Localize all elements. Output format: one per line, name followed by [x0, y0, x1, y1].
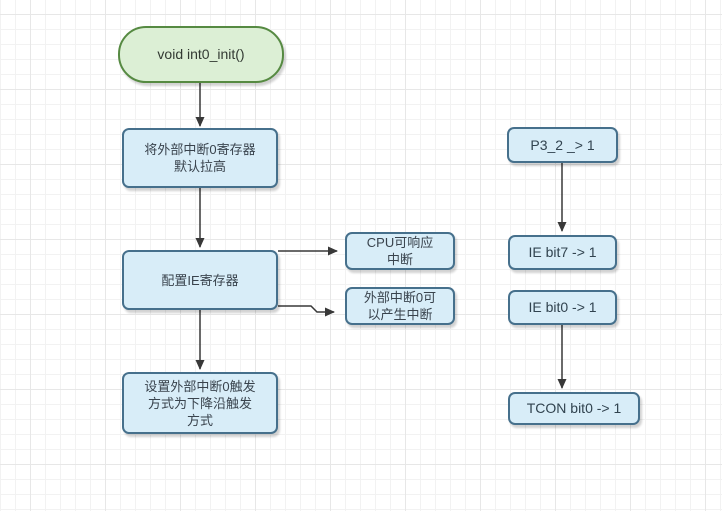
note-ext-int0-can-interrupt[interactable]: 外部中断0可 以产生中断 [345, 287, 455, 325]
register-node-ie-bit0[interactable]: IE bit0 -> 1 [508, 290, 617, 325]
node-label: 设置外部中断0触发 方式为下降沿触发 方式 [144, 378, 256, 428]
process-set-trigger-mode[interactable]: 设置外部中断0触发 方式为下降沿触发 方式 [122, 372, 278, 434]
register-node-tcon-bit0[interactable]: TCON bit0 -> 1 [508, 392, 640, 425]
node-label: 外部中断0可 以产生中断 [363, 290, 437, 322]
process-pull-register-high[interactable]: 将外部中断0寄存器 默认拉高 [122, 128, 278, 188]
note-cpu-can-respond[interactable]: CPU可响应 中断 [345, 232, 455, 270]
node-label: 将外部中断0寄存器 默认拉高 [144, 142, 256, 174]
node-label: CPU可响应 中断 [366, 235, 434, 267]
register-node-p3-2[interactable]: P3_2 _> 1 [507, 127, 618, 163]
start-node-int0-init[interactable]: void int0_init() [118, 26, 284, 83]
process-config-ie-register[interactable]: 配置IE寄存器 [122, 250, 278, 310]
edge-configie-to-extint [278, 305, 335, 317]
register-node-ie-bit7[interactable]: IE bit7 -> 1 [508, 235, 617, 270]
